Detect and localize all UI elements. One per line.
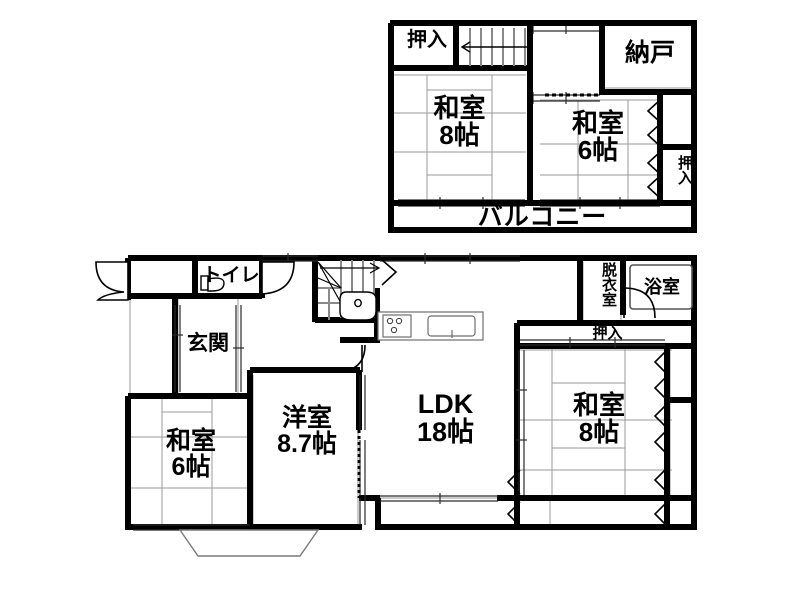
wash-basin-icon — [339, 291, 377, 321]
room-name-text: 和室 — [571, 108, 624, 138]
toilet-bowl-icon — [200, 275, 225, 292]
room-label-lower-washitsu-6: 和室 6帖 — [132, 428, 250, 481]
room-label-balcony: バルコニー — [390, 204, 695, 230]
room-label-upper-closet-e: 押入 — [666, 155, 693, 185]
room-name-text: 玄関 — [187, 332, 229, 355]
room-label-datsuishitsu: 脱衣室 — [588, 262, 617, 307]
upper-stair-treads — [460, 28, 527, 66]
room-name-text: 納戸 — [624, 39, 675, 67]
bath-door-swing — [623, 287, 656, 319]
room-name-text: 押入 — [407, 29, 447, 51]
room-size-text: 6帖 — [171, 453, 211, 482]
lower-walls — [125, 255, 697, 530]
room-label-ldk: LDK 18帖 — [378, 390, 513, 447]
room-label-lower-oshiire: 押入 — [520, 326, 695, 342]
room-size-text: 6帖 — [577, 135, 619, 166]
room-name-text: LDK — [417, 389, 474, 419]
kitchen-sink-icon — [427, 315, 476, 338]
bath-tub-icon — [629, 264, 693, 310]
western-room-door-swing — [334, 344, 366, 373]
room-label-upper-closet-nw: 押入 — [399, 30, 455, 51]
entry-awning — [95, 261, 129, 301]
room-label-toilet: トイレ — [198, 266, 264, 286]
room-label-yokushitsu: 浴室 — [632, 278, 692, 297]
south-deck — [178, 529, 320, 557]
room-name-text: 押入 — [676, 155, 693, 185]
lower-stair-chevron — [381, 259, 398, 286]
room-name-text: 洋室 — [281, 404, 332, 432]
room-label-upper-washitsu-8: 和室 8帖 — [393, 93, 526, 151]
room-size-text: 18帖 — [416, 417, 475, 448]
room-name-text: 和室 — [165, 427, 216, 455]
room-label-genkan: 玄関 — [178, 332, 238, 355]
room-name-text: トイレ — [202, 265, 260, 286]
room-label-yoshitsu: 洋室 8.7帖 — [252, 405, 362, 458]
room-size-text: 8帖 — [578, 417, 620, 448]
room-label-upper-washitsu-6: 和室 6帖 — [538, 108, 658, 166]
room-name-text: 和室 — [572, 390, 625, 420]
room-label-nando: 納戸 — [605, 40, 695, 66]
upper-floor-group — [388, 20, 697, 233]
room-size-text: 8帖 — [439, 120, 480, 151]
room-name-text: 浴室 — [644, 277, 680, 297]
room-name-text: バルコニー — [477, 203, 608, 231]
room-name-text: 押入 — [592, 325, 623, 342]
upper-walls — [388, 20, 697, 233]
room-name-text: 和室 — [433, 93, 486, 123]
toilet-door-swing — [261, 261, 295, 295]
room-name-text: 脱衣室 — [600, 262, 617, 307]
room-label-lower-washitsu-8: 和室 8帖 — [524, 390, 674, 448]
room-size-text: 8.7帖 — [277, 430, 337, 459]
stove-3-burner-icon — [382, 314, 412, 338]
lower-closet-chevrons — [506, 349, 668, 527]
kitchen-counter — [377, 311, 484, 341]
upper-closet-chevrons — [646, 99, 661, 199]
lower-floor-group — [95, 253, 697, 557]
